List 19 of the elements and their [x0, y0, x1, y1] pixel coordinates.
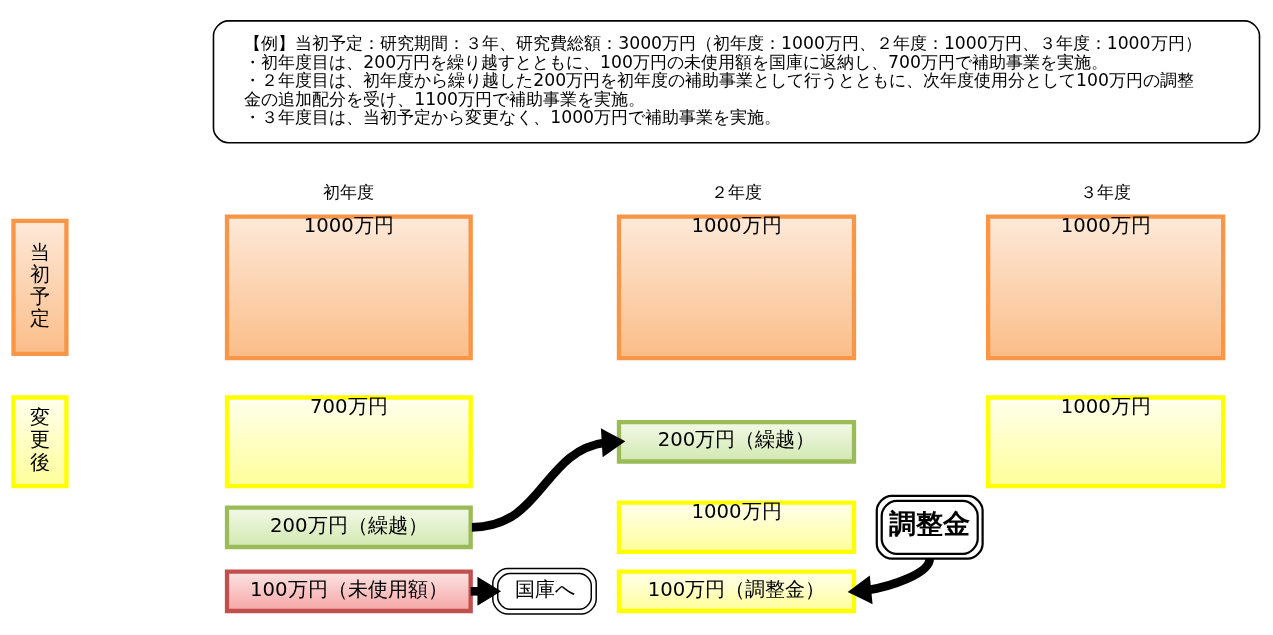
node-box: 100万円（調整金）: [616, 569, 857, 614]
node-box: 変更後: [11, 395, 69, 489]
node-box: 200万円（繰越）: [224, 505, 473, 550]
node-box: 700万円: [224, 395, 473, 489]
node-box: 100万円（未使用額）: [224, 569, 473, 614]
node-box: 1000万円: [224, 214, 473, 361]
node-box: 200万円（繰越）: [616, 419, 857, 464]
node-box: 1000万円: [986, 214, 1226, 361]
node-box: 1000万円: [616, 500, 857, 555]
label: ２年度: [710, 181, 762, 202]
label: ３年度: [1080, 181, 1132, 202]
node-box: 1000万円: [986, 395, 1226, 489]
node-box: 当初予定: [11, 218, 69, 356]
node-box: 1000万円: [616, 214, 857, 361]
node-box: 【例】当初予定：研究期間：３年、研究費総額：3000万円（初年度：1000万円、２年度：1000万円、３年度：1000万円） ・初年度目は、200万円を繰り越すとともに、100万円の未使用額を国庫に返納し、700万円で補助事業を実施。 ・２年度目は、初年度から繰り越した200万円を初年度の補助事業として行うとともに、次年度使用分として100万円の調整金の追加配分を受け、1100万円で補助事業を実施。 ・３年度目は、当初予定から変更なく、1000万円で補助事業を実施。: [212, 20, 1261, 144]
node-box: 調整金: [875, 494, 984, 560]
node-box: 国庫へ: [492, 567, 597, 615]
label: 初年度: [323, 181, 375, 202]
arrow: [471, 428, 626, 532]
